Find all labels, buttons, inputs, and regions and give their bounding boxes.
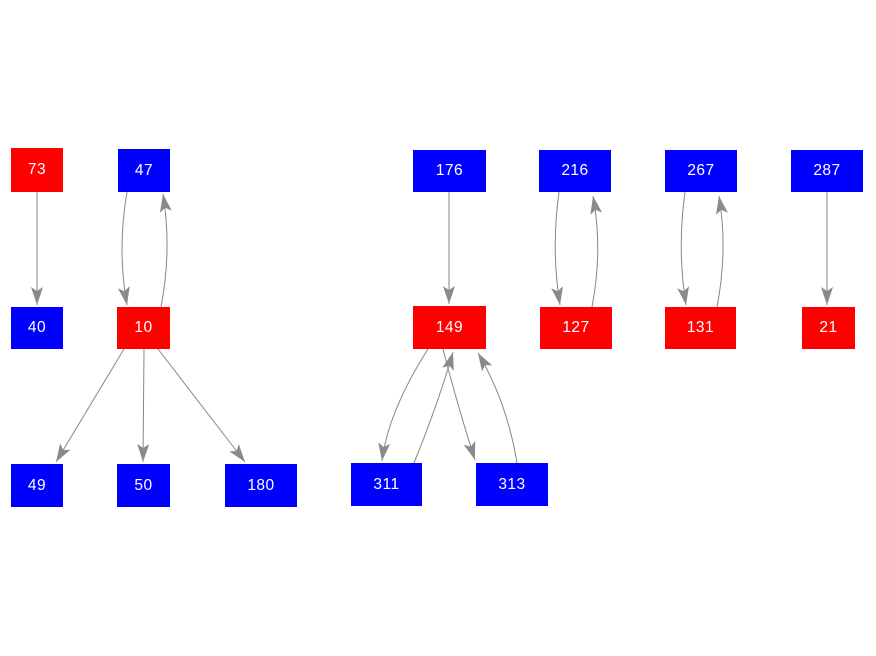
node-127: 127 — [540, 307, 612, 349]
node-267: 267 — [665, 150, 737, 192]
node-216: 216 — [539, 150, 611, 192]
arrowhead-47-10 — [117, 286, 130, 305]
node-180: 180 — [225, 464, 297, 507]
arrowhead-149-313 — [463, 441, 476, 460]
node-47: 47 — [118, 149, 170, 192]
node-50: 50 — [117, 464, 170, 507]
arrowhead-176-149 — [443, 286, 455, 304]
arrowhead-10-180 — [229, 444, 245, 462]
node-49: 49 — [11, 464, 63, 507]
arrowhead-10-50 — [137, 443, 150, 462]
node-21: 21 — [802, 307, 855, 349]
arrowhead-287-21 — [821, 287, 833, 305]
arrowhead-267-131 — [677, 286, 689, 305]
arrowhead-131-267 — [716, 196, 728, 215]
node-10: 10 — [117, 307, 170, 349]
node-311: 311 — [351, 463, 422, 506]
node-40: 40 — [11, 307, 63, 349]
arrowhead-127-216 — [590, 196, 603, 215]
arrowhead-311-149 — [442, 352, 454, 371]
arrowhead-313-149 — [478, 353, 493, 372]
node-149: 149 — [413, 306, 486, 349]
node-131: 131 — [665, 307, 736, 349]
arrowhead-73-40 — [31, 287, 43, 305]
node-73: 73 — [11, 148, 63, 192]
arrowhead-10-47 — [159, 194, 172, 213]
arrowhead-216-127 — [551, 286, 563, 305]
edge-10-180 — [157, 348, 246, 463]
edge-10-50 — [142, 348, 145, 463]
node-287: 287 — [791, 150, 863, 192]
arrowhead-10-49 — [56, 443, 71, 462]
node-176: 176 — [413, 150, 486, 192]
edge-10-49 — [55, 348, 125, 463]
node-313: 313 — [476, 463, 548, 506]
arrowhead-149-311 — [378, 442, 391, 461]
